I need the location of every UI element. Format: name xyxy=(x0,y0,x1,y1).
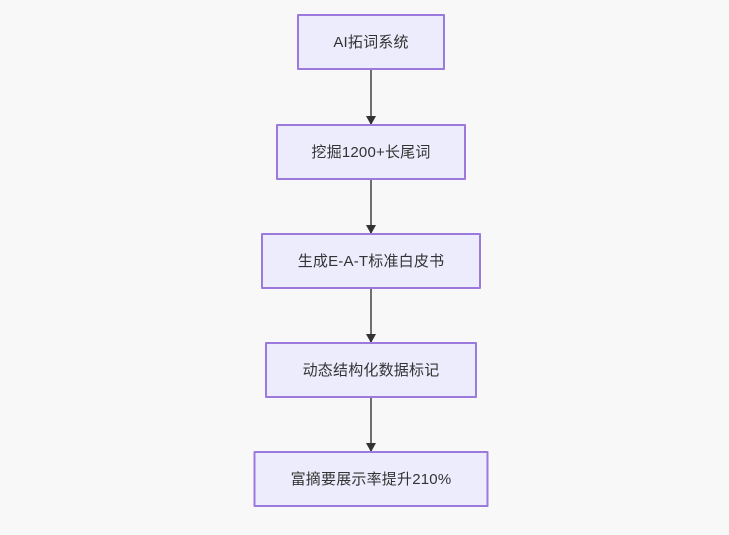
flow-node-label: 生成E-A-T标准白皮书 xyxy=(297,252,445,270)
flow-node-1[interactable]: AI拓词系统 xyxy=(297,14,445,70)
flow-node-3[interactable]: 生成E-A-T标准白皮书 xyxy=(261,233,481,289)
flow-node-label: 富摘要展示率提升210% xyxy=(290,470,452,488)
flow-edge-2 xyxy=(365,180,377,234)
flow-edge-1 xyxy=(365,70,377,125)
flow-node-label: 动态结构化数据标记 xyxy=(302,361,440,379)
edge-line xyxy=(370,289,372,342)
flow-edge-3 xyxy=(365,289,377,343)
arrow-down-icon xyxy=(366,443,376,452)
edge-line xyxy=(370,180,372,233)
arrow-down-icon xyxy=(366,334,376,343)
edge-line xyxy=(370,398,372,451)
flow-node-label: AI拓词系统 xyxy=(333,33,409,51)
arrow-down-icon xyxy=(366,116,376,125)
flow-node-5[interactable]: 富摘要展示率提升210% xyxy=(253,451,489,507)
flow-edge-4 xyxy=(365,398,377,452)
arrow-down-icon xyxy=(366,225,376,234)
edge-line xyxy=(370,70,372,124)
flow-node-4[interactable]: 动态结构化数据标记 xyxy=(265,342,477,398)
flow-node-2[interactable]: 挖掘1200+长尾词 xyxy=(276,124,466,180)
flow-node-label: 挖掘1200+长尾词 xyxy=(311,143,431,161)
